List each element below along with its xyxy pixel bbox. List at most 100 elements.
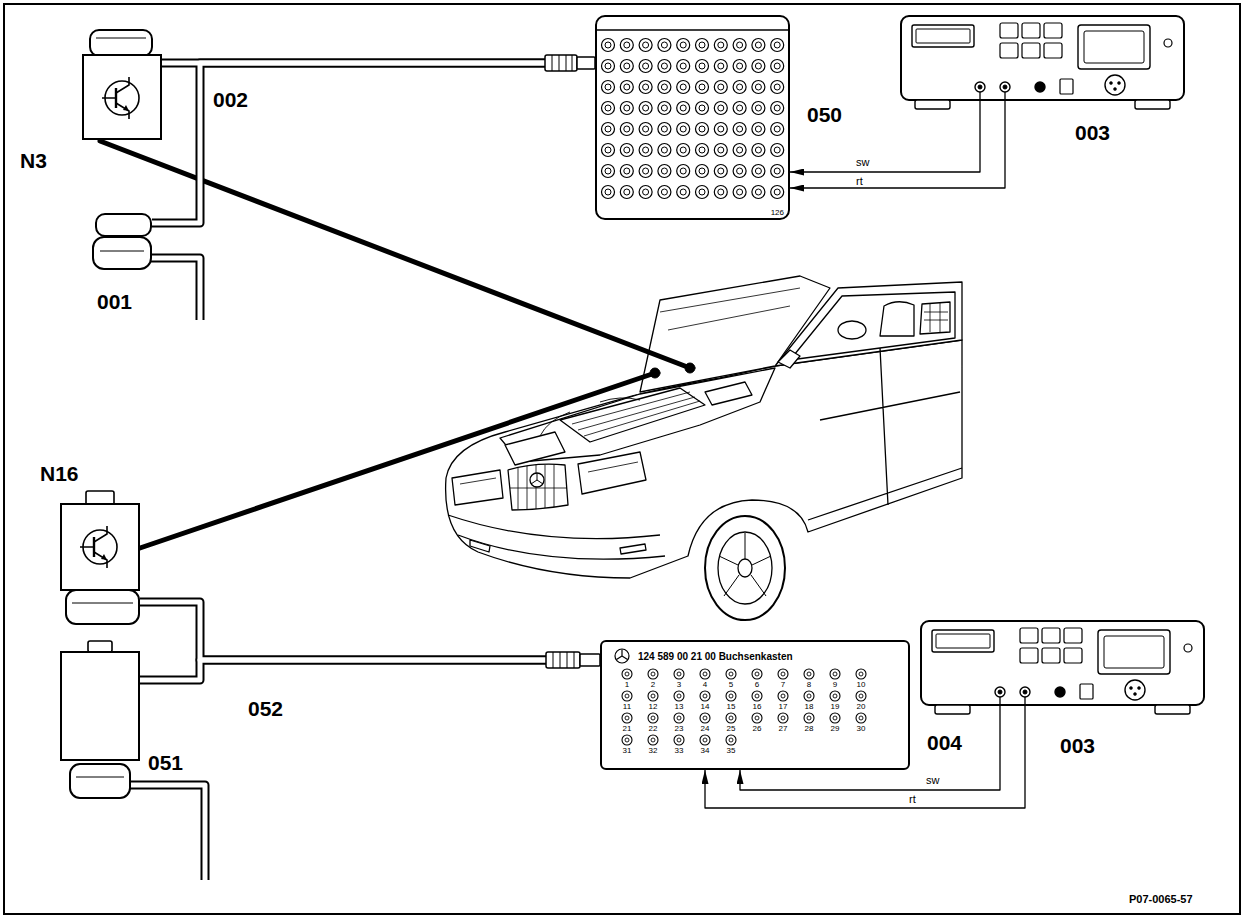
pin-number: 14 xyxy=(701,702,710,711)
grid-drawing xyxy=(696,102,709,115)
car-illustration xyxy=(778,350,800,368)
grid-drawing xyxy=(677,81,690,94)
grid-drawing xyxy=(771,102,784,115)
meter-drawing xyxy=(1114,88,1117,91)
socket xyxy=(778,713,788,723)
grid-drawing xyxy=(699,42,705,48)
grid-drawing xyxy=(755,84,761,90)
socket-cell: 19 xyxy=(822,690,848,711)
socket-cell: 7 xyxy=(770,668,796,689)
socket-box: 004124 589 00 21 00 Buchsenkasten1234567… xyxy=(600,640,910,770)
mercedes-star xyxy=(614,648,630,664)
socket xyxy=(751,690,763,702)
grid-drawing xyxy=(680,63,686,69)
pin-number: 18 xyxy=(805,702,814,711)
meter-drawing xyxy=(915,100,950,109)
socket xyxy=(621,690,633,702)
meter-drawing xyxy=(1023,690,1027,694)
transistor-symbol xyxy=(123,105,129,111)
socket xyxy=(755,716,759,720)
grid-drawing xyxy=(643,126,649,132)
grid-drawing xyxy=(658,39,671,52)
car-illustration xyxy=(531,473,543,484)
grid-drawing xyxy=(714,60,727,73)
transistor-symbol xyxy=(102,77,129,119)
socket xyxy=(777,668,789,680)
grid-drawing xyxy=(755,189,761,195)
socket xyxy=(700,691,710,701)
socket xyxy=(699,668,711,680)
socket-cell: 10 xyxy=(848,668,874,689)
socket-cell: 32 xyxy=(640,734,666,755)
grid-drawing xyxy=(771,144,784,157)
grid-drawing xyxy=(639,123,652,136)
grid-drawing xyxy=(639,165,652,178)
grid-drawing xyxy=(774,105,780,111)
meter-drawing xyxy=(1000,697,1025,715)
module16-drawing xyxy=(72,603,133,604)
socket-cell: 28 xyxy=(796,712,822,733)
meter-drawing xyxy=(1110,82,1113,85)
car-illustration xyxy=(880,302,914,336)
control-module: N16 xyxy=(60,490,140,625)
car-illustration xyxy=(530,473,544,487)
grid-drawing xyxy=(602,60,615,73)
wire-color: rt xyxy=(855,175,864,187)
leader-line xyxy=(140,373,655,548)
cable-plug xyxy=(545,55,595,71)
grid-drawing xyxy=(658,165,671,178)
socket xyxy=(651,716,655,720)
grid-drawing xyxy=(658,186,671,199)
car-illustration xyxy=(719,533,771,596)
grid-drawing xyxy=(602,123,615,136)
socket xyxy=(622,735,632,745)
grid-drawing xyxy=(733,102,746,115)
box051-drawing xyxy=(88,641,112,652)
grid-drawing xyxy=(620,123,633,136)
test-cable xyxy=(152,63,595,223)
test-box: 050126 xyxy=(595,15,790,220)
grid-drawing xyxy=(602,186,615,199)
socket-cell: 27 xyxy=(770,712,796,733)
grid-drawing xyxy=(752,186,765,199)
grid-drawing xyxy=(620,81,633,94)
socket-cell: 26 xyxy=(744,712,770,733)
socket-cell: 1 xyxy=(614,668,640,689)
grid-drawing xyxy=(718,63,724,69)
pin-number: 5 xyxy=(729,680,733,689)
grid-drawing xyxy=(755,42,761,48)
socket xyxy=(700,735,710,745)
socket xyxy=(622,669,632,679)
grid-drawing xyxy=(677,165,690,178)
socket-cell: 31 xyxy=(614,734,640,755)
socket xyxy=(725,712,737,724)
grid-drawing xyxy=(680,105,686,111)
grid-drawing xyxy=(755,105,761,111)
grid-drawing xyxy=(680,147,686,153)
socket-cell: 17 xyxy=(770,690,796,711)
module16-drawing xyxy=(86,491,114,505)
socket xyxy=(833,694,837,698)
grid-drawing xyxy=(677,123,690,136)
socket xyxy=(778,669,788,679)
socket xyxy=(677,672,681,676)
module3-drawing xyxy=(83,55,161,139)
pin-number: 6 xyxy=(755,680,759,689)
socket xyxy=(703,694,707,698)
grid-drawing xyxy=(774,42,780,48)
grid-drawing xyxy=(602,144,615,157)
car-illustration xyxy=(920,302,950,334)
grid-drawing xyxy=(658,102,671,115)
pin-number: 25 xyxy=(727,724,736,733)
socket xyxy=(755,672,759,676)
meter-drawing xyxy=(1084,31,1144,63)
car-illustration xyxy=(540,398,640,436)
pin-number: 20 xyxy=(857,702,866,711)
grid-drawing xyxy=(718,147,724,153)
grid-drawing xyxy=(737,105,743,111)
meter-drawing xyxy=(1138,687,1141,690)
socket xyxy=(859,672,863,676)
wire-color: sw xyxy=(925,774,940,786)
socket-cell: 25 xyxy=(718,712,744,733)
